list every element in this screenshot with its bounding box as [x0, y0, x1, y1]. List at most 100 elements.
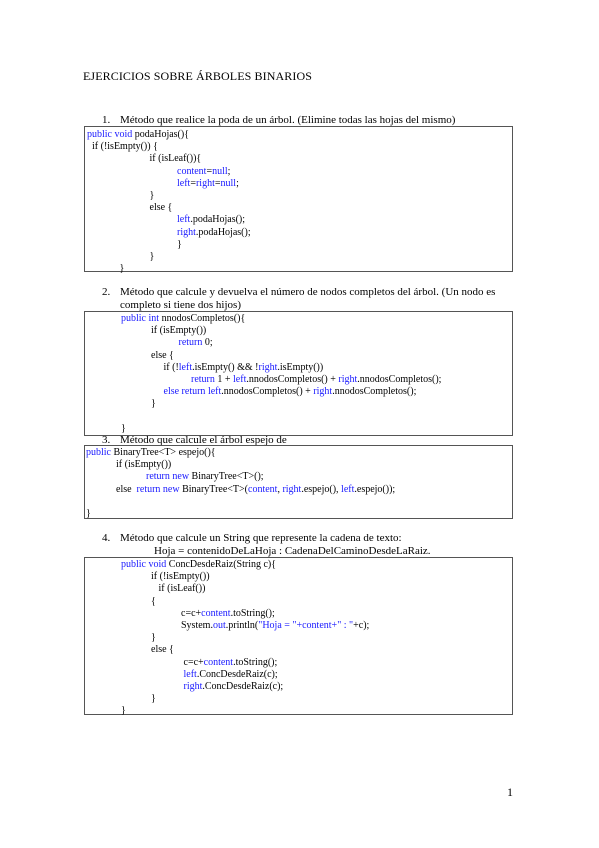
code-line: c=c+content.toString();	[121, 657, 369, 669]
code-line: }	[87, 263, 251, 275]
code-box-1: public void podaHojas(){ if (!isEmpty())…	[84, 126, 513, 275]
code-keyword: null	[220, 177, 237, 189]
code-line: }	[121, 632, 369, 644]
code-line: else return left.nnodosCompletos() + rig…	[121, 386, 441, 398]
code-text: ;	[227, 165, 231, 177]
code-keyword: right	[258, 361, 278, 373]
code-keyword: return new	[146, 471, 190, 483]
code-keyword: content	[201, 607, 231, 619]
code-text	[86, 471, 146, 482]
exercise-number: 4.	[102, 532, 111, 544]
code-keyword: else return	[163, 386, 206, 398]
exercise-number: 1.	[102, 114, 111, 126]
code-line: right.ConcDesdeRaiz(c);	[121, 681, 369, 693]
code-text: .espejo());	[354, 483, 396, 495]
code-keyword: left	[341, 483, 355, 495]
code-keyword: left	[233, 374, 247, 386]
code-line	[121, 411, 441, 423]
code-line: return 0;	[121, 337, 441, 349]
code-line: }	[121, 693, 369, 705]
code-text: .toString();	[230, 607, 275, 619]
code-text: }	[87, 190, 155, 202]
code-text	[87, 227, 177, 238]
code-text: ;	[236, 177, 239, 189]
code-text: .nnodosCompletos();	[332, 386, 417, 398]
code-keyword: left	[183, 668, 197, 680]
code-text: =	[206, 165, 213, 177]
code-text	[121, 374, 191, 385]
code-text	[121, 386, 164, 397]
code-text: nnodosCompletos(){	[159, 313, 246, 324]
code-text: +c);	[353, 620, 370, 632]
code-keyword: right	[313, 386, 333, 398]
code-text: 0;	[202, 337, 213, 349]
exercise-number: 3.	[102, 434, 111, 446]
exercise-text: Método que calcule y devuelva el número …	[120, 286, 496, 298]
code-keyword: left	[207, 386, 222, 398]
code-text	[87, 214, 177, 225]
code-text: c=c+	[121, 656, 204, 668]
code-text: .ConcDesdeRaiz(c);	[196, 668, 278, 680]
code-text: ConcDesdeRaiz(String c){	[166, 559, 277, 570]
code-line: left.ConcDesdeRaiz(c);	[121, 669, 369, 681]
code-text: .ConcDesdeRaiz(c);	[202, 681, 284, 693]
code-block-espejo: public BinaryTree<T> espejo(){ if (isEmp…	[86, 447, 395, 520]
code-text: if (!isEmpty())	[121, 571, 210, 583]
code-line: }	[121, 423, 441, 435]
code-text: if (!isEmpty()) {	[87, 141, 158, 153]
code-text: ,	[277, 483, 283, 495]
exercise-text: Método que realice la poda de un árbol. …	[120, 114, 456, 126]
code-text	[121, 669, 184, 680]
code-keyword: right	[282, 483, 302, 495]
code-line: }	[87, 190, 251, 202]
code-block-poda-hojas: public void podaHojas(){ if (!isEmpty())…	[87, 129, 251, 275]
code-line: else {	[121, 350, 441, 362]
code-keyword: public int	[121, 313, 160, 324]
code-string: "Hoja = "+content+" : "	[258, 620, 354, 632]
code-keyword: return	[178, 337, 203, 349]
code-text: {	[121, 595, 156, 607]
code-line: return 1 + left.nnodosCompletos() + righ…	[121, 374, 441, 386]
code-text: else	[86, 483, 137, 495]
code-box-2: public int nnodosCompletos(){ if (isEmpt…	[84, 311, 513, 436]
code-line: if (isLeaf()){	[87, 153, 251, 165]
code-box-4: public void ConcDesdeRaiz(String c){ if …	[84, 557, 513, 718]
code-line: {	[121, 596, 369, 608]
exercise-text: Método que calcule un String que represe…	[120, 532, 402, 544]
code-text: }	[121, 422, 126, 434]
code-text: if (isEmpty())	[86, 459, 172, 471]
code-line: else {	[121, 644, 369, 656]
code-text: .podaHojas();	[195, 226, 251, 238]
code-text	[121, 681, 184, 692]
code-keyword: right	[338, 374, 358, 386]
code-text: .podaHojas();	[190, 214, 246, 226]
code-text: }	[87, 251, 155, 263]
code-line: public BinaryTree<T> espejo(){	[86, 447, 395, 459]
code-text: }	[86, 508, 91, 520]
code-line: }	[121, 398, 441, 410]
code-text: else {	[121, 644, 174, 656]
code-text: .nnodosCompletos();	[357, 374, 442, 386]
code-text: BinaryTree<T>(	[179, 483, 248, 495]
code-text: if (isLeaf())	[121, 583, 206, 595]
code-line: else return new BinaryTree<T>(content, r…	[86, 484, 395, 496]
code-text: BinaryTree<T>();	[189, 471, 264, 483]
code-keyword: left	[177, 214, 191, 226]
code-keyword: return	[191, 374, 215, 386]
code-text: if (isEmpty())	[121, 325, 207, 337]
code-box-3: public BinaryTree<T> espejo(){ if (isEmp…	[84, 445, 513, 519]
code-text: if (isLeaf()){	[87, 153, 202, 165]
code-text: .espejo(),	[301, 483, 342, 495]
code-text: BinaryTree<T> espejo(){	[111, 447, 216, 458]
exercise-text: completo si tiene dos hijos)	[120, 299, 241, 311]
code-text: else {	[87, 202, 173, 214]
code-block-conc-desde-raiz: public void ConcDesdeRaiz(String c){ if …	[121, 559, 369, 718]
code-text: =	[190, 177, 196, 189]
code-text: .isEmpty() && !	[192, 361, 259, 373]
code-keyword: public	[86, 447, 111, 458]
code-text: .nnodosCompletos() +	[221, 386, 314, 398]
code-line: return new BinaryTree<T>();	[86, 471, 395, 483]
code-line: right.podaHojas();	[87, 227, 251, 239]
code-line: if (isEmpty())	[121, 325, 441, 337]
code-text	[121, 337, 179, 348]
